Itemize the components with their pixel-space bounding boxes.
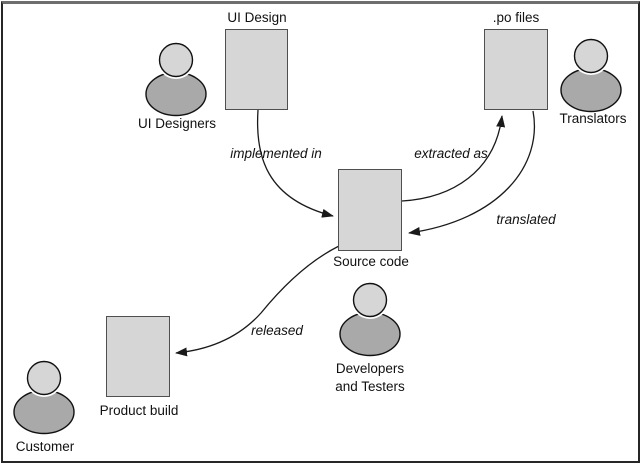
node-po-files bbox=[484, 29, 548, 110]
person-icon-customer bbox=[13, 359, 75, 435]
actor-label-developers-line1: Developers bbox=[335, 361, 405, 376]
actor-label-developers-testers: Developers and Testers bbox=[335, 360, 405, 396]
node-label-source-code: Source code bbox=[333, 254, 409, 269]
node-label-product-build: Product build bbox=[99, 403, 179, 418]
person-icon-developers-testers bbox=[339, 281, 401, 357]
edge-label-extracted-as: extracted as bbox=[414, 146, 488, 161]
edge-label-released: released bbox=[251, 323, 303, 338]
actor-label-ui-designers: UI Designers bbox=[137, 116, 217, 131]
node-ui-design bbox=[225, 29, 288, 110]
person-icon-ui-designers bbox=[145, 41, 207, 117]
actor-label-translators: Translators bbox=[559, 111, 627, 126]
actor-label-customer: Customer bbox=[15, 439, 75, 454]
node-product-build bbox=[106, 316, 170, 397]
person-icon-translators bbox=[560, 37, 622, 113]
diagram-frame bbox=[1, 1, 640, 463]
node-label-ui-design: UI Design bbox=[227, 10, 287, 25]
edge-label-translated: translated bbox=[496, 212, 556, 227]
node-source-code bbox=[338, 169, 402, 251]
actor-label-developers-line2: and Testers bbox=[335, 379, 405, 394]
node-label-po-files: .po files bbox=[492, 10, 540, 25]
edge-label-implemented-in: implemented in bbox=[230, 146, 322, 161]
